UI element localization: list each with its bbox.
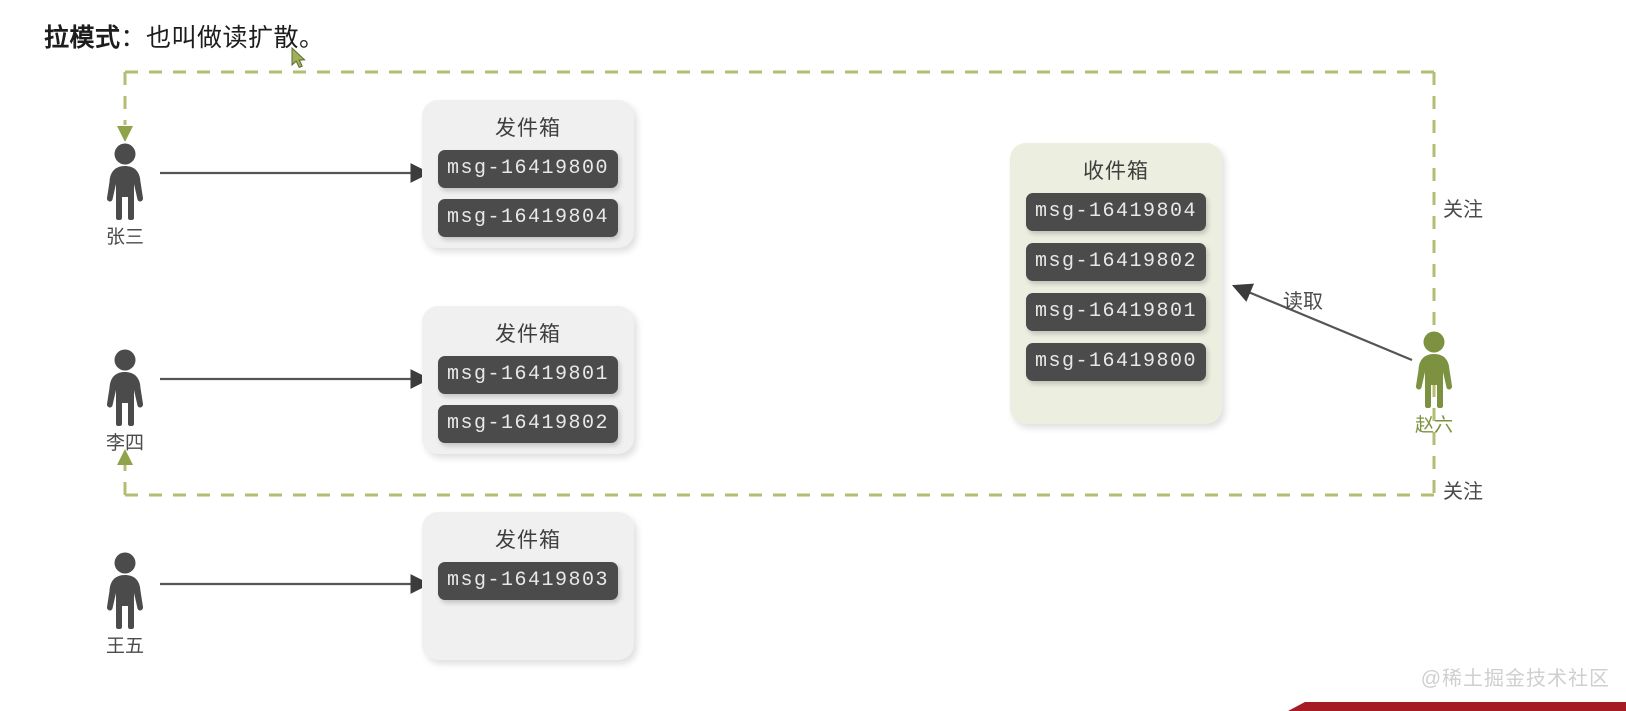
message-chip[interactable]: msg-16419802: [1026, 243, 1206, 281]
inbox-zhaoliu[interactable]: 收件箱 msg-16419804 msg-16419802 msg-164198…: [1010, 143, 1222, 424]
page-title-rest: ：也叫做读扩散。: [120, 24, 325, 52]
follow-dashed-path: [123, 70, 1436, 497]
person-icon: [106, 349, 144, 426]
edge-label-follow-top: 关注: [1443, 199, 1483, 221]
message-chip[interactable]: msg-16419802: [438, 405, 618, 443]
inbox-message-list: msg-16419804 msg-16419802 msg-16419801 m…: [1010, 193, 1222, 407]
follow-arrow-zhangsan: [117, 126, 133, 142]
outbox-title: 发件箱: [495, 323, 561, 346]
outbox-message-list: msg-16419803: [422, 562, 634, 614]
inbox-title: 收件箱: [1083, 160, 1149, 183]
person-zhangsan[interactable]: 张三: [95, 142, 155, 249]
read-arrow: [1231, 283, 1413, 362]
outbox-message-list: msg-16419801 msg-16419802: [422, 356, 634, 457]
person-label: 赵六: [1414, 415, 1453, 436]
message-chip[interactable]: msg-16419800: [438, 150, 618, 188]
page-title: 拉模式：也叫做读扩散。: [44, 18, 325, 54]
message-chip[interactable]: msg-16419804: [438, 199, 618, 237]
person-label: 李四: [105, 433, 144, 454]
outbox-title: 发件箱: [495, 117, 561, 140]
outbox-wangwu[interactable]: 发件箱 msg-16419803: [422, 512, 634, 660]
outbox-zhangsan[interactable]: 发件箱 msg-16419800 msg-16419804: [422, 100, 634, 248]
person-icon: [1415, 331, 1453, 408]
watermark: @稀土掘金技术社区: [1420, 668, 1610, 690]
person-icon: [106, 143, 144, 220]
person-zhaoliu[interactable]: 赵六: [1404, 330, 1464, 437]
outbox-message-list: msg-16419800 msg-16419804: [422, 150, 634, 251]
message-chip[interactable]: msg-16419803: [438, 562, 618, 600]
message-chip[interactable]: msg-16419800: [1026, 343, 1206, 381]
outbox-title: 发件箱: [495, 529, 561, 552]
message-chip[interactable]: msg-16419801: [1026, 293, 1206, 331]
accent-bar: [1330, 703, 1626, 711]
message-chip[interactable]: msg-16419804: [1026, 193, 1206, 231]
outbox-lisi[interactable]: 发件箱 msg-16419801 msg-16419802: [422, 306, 634, 454]
person-label: 张三: [105, 227, 144, 248]
edge-label-read: 读取: [1283, 291, 1323, 313]
message-chip[interactable]: msg-16419801: [438, 356, 618, 394]
person-label: 王五: [105, 636, 144, 657]
person-wangwu[interactable]: 王五: [95, 551, 155, 658]
person-icon: [106, 552, 144, 629]
edge-label-follow-bottom: 关注: [1443, 481, 1483, 503]
page-title-bold: 拉模式: [44, 24, 121, 52]
person-lisi[interactable]: 李四: [95, 348, 155, 455]
